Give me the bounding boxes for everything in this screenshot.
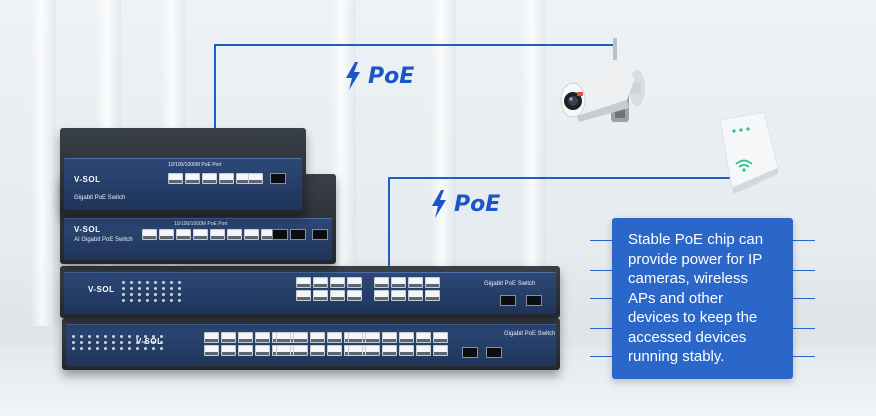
switch-model: Gigabit PoE Switch [504, 331, 556, 337]
ethernet-port-group [374, 277, 440, 301]
switch-brand: V-SOL [136, 337, 163, 346]
callout-line: APs and other [628, 289, 724, 307]
switch-brand: V-SOL [88, 285, 115, 294]
switch-brand: V-SOL [74, 225, 101, 234]
lightning-icon [346, 62, 360, 90]
ethernet-port-group [348, 332, 448, 356]
led-panel [72, 335, 163, 350]
switch-front-panel: V-SOL Gigabit PoE Switch 10/100/1000M Po… [64, 158, 302, 210]
lightning-icon [432, 190, 446, 218]
poe-label-text: PoE [368, 63, 415, 89]
poe-label-text: PoE [454, 191, 501, 217]
sfp-port [270, 173, 286, 184]
callout-tick [590, 240, 612, 241]
port-header: 10/100/1000M PoE Port [168, 162, 222, 168]
callout-tick [793, 356, 815, 357]
switch-front-panel: V-SOL Gigabit PoE Switch [66, 324, 556, 366]
cable-to-camera [214, 44, 216, 194]
switch-model: Gigabit PoE Switch [74, 195, 126, 201]
callout-tick [793, 240, 815, 241]
sfp-port [272, 229, 288, 240]
cable-to-ap [388, 177, 390, 280]
wifi-icon [735, 159, 753, 168]
poe-label: PoE [430, 190, 500, 218]
feature-callout: Stable PoE chip can provide power for IP… [612, 218, 793, 379]
cable-to-ap [388, 177, 730, 179]
ip-camera-icon [560, 38, 645, 122]
switch-model: Gigabit PoE Switch [484, 281, 536, 287]
sfp-port [526, 295, 542, 306]
callout-line: running stably. [628, 348, 725, 365]
callout-tick [793, 270, 815, 271]
switch-front-panel: V-SOL Gigabit PoE Switch [64, 272, 556, 314]
switch-24-port: V-SOL Gigabit PoE Switch [62, 318, 560, 370]
sfp-port [462, 347, 478, 358]
sfp-port [290, 229, 306, 240]
callout-tick [590, 328, 612, 329]
cable-to-camera [214, 44, 614, 46]
ethernet-port-group [168, 173, 251, 184]
callout-line: Stable PoE chip can [628, 231, 764, 248]
callout-line: accessed devices [628, 328, 747, 346]
background-curtain [30, 0, 56, 326]
callout-line: devices to keep the [628, 309, 758, 326]
sfp-port [486, 347, 502, 358]
wireless-ap-icon [719, 111, 779, 194]
switch-model: AI Gigabit PoE Switch [74, 237, 133, 243]
callout-line: provide power for IP [628, 250, 763, 268]
callout-tick [590, 298, 612, 299]
callout-tick [793, 328, 815, 329]
ethernet-port-group [142, 229, 276, 240]
poe-label: PoE [344, 62, 414, 90]
switch-front-panel: V-SOL AI Gigabit PoE Switch 10/100/1000M… [64, 218, 332, 260]
callout-tick [793, 298, 815, 299]
callout-tick [590, 270, 612, 271]
switch-desktop-poe: V-SOL Gigabit PoE Switch 10/100/1000M Po… [60, 128, 306, 214]
sfp-port [312, 229, 328, 240]
callout-tick [590, 356, 612, 357]
uplink-port [248, 173, 263, 184]
sfp-port [500, 295, 516, 306]
switch-16-port: V-SOL Gigabit PoE Switch [60, 266, 560, 318]
switch-brand: V-SOL [74, 175, 101, 184]
led-panel [122, 281, 181, 302]
ethernet-port-group [296, 277, 362, 301]
port-header: 10/100/1000M PoE Port [174, 221, 228, 227]
callout-line: cameras, wireless [628, 270, 749, 287]
